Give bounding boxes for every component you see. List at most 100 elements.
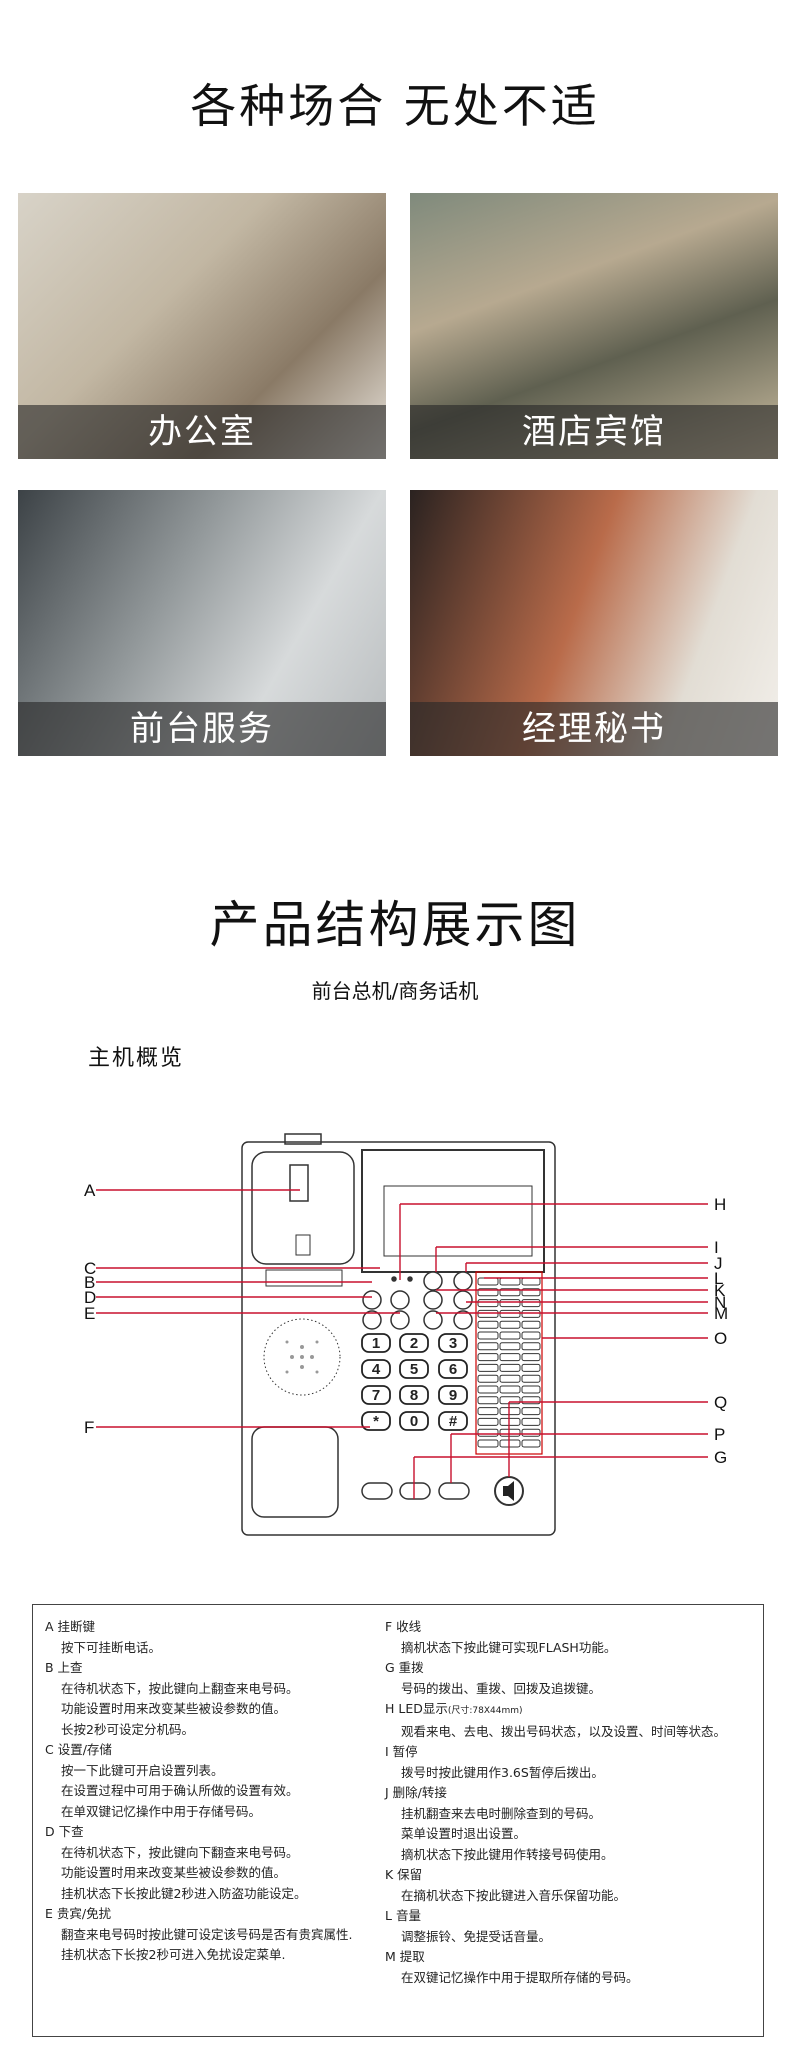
memory-key[interactable] — [499, 1342, 521, 1351]
legend-description-line: 挂机状态下长按此键2秒进入防盗功能设定。 — [61, 1885, 307, 1901]
memory-key[interactable] — [521, 1277, 541, 1286]
memory-key[interactable] — [521, 1342, 541, 1351]
legend-description-line: 在待机状态下，按此键向下翻查来电号码。 — [61, 1844, 299, 1860]
legend-right-column: F 收线摘机状态下按此键可实现FLASH功能。G 重拨号码的拨出、重拨、回拨及追… — [385, 1617, 760, 1988]
memory-key[interactable] — [477, 1363, 499, 1372]
legend-description-line: 翻查来电号码时按此键可设定该号码是否有贵宾属性. — [61, 1926, 353, 1942]
legend-entry-heading: H LED显示(尺寸:78X44mm) — [385, 1699, 760, 1722]
memory-key[interactable] — [499, 1331, 521, 1340]
memory-key[interactable] — [477, 1288, 499, 1297]
legend-note: (尺寸:78X44mm) — [447, 1706, 523, 1716]
callout-labels: A B C D E F G H I J K L M N O P Q — [84, 1181, 728, 1467]
section-title-structure: 产品结构展示图 — [209, 896, 581, 954]
legend-description-line: 摘机状态下按此键用作转接号码使用。 — [401, 1846, 614, 1862]
memory-key[interactable] — [499, 1299, 521, 1308]
memory-key[interactable] — [477, 1331, 499, 1340]
legend-description-line: 功能设置时用来改变某些被设参数的值。 — [61, 1701, 287, 1716]
memory-key[interactable] — [521, 1320, 541, 1329]
callout-q: Q — [714, 1393, 727, 1412]
callout-f: F — [84, 1418, 94, 1437]
callout-n: N — [714, 1293, 726, 1312]
memory-key[interactable] — [499, 1396, 521, 1405]
legend-entry: E 贵宾/免扰翻查来电号码时按此键可设定该号码是否有贵宾属性. 挂机状态下长按2秒… — [45, 1904, 385, 1966]
legend-description-line: 号码的拨出、重拨、回拨及追拨键。 — [401, 1680, 602, 1696]
keypad[interactable]: 1 2 3 4 5 6 7 8 9 * 0 # — [361, 1333, 468, 1431]
legend-key-name: I 暂停 — [385, 1744, 418, 1759]
legend-key-name: H LED显示 — [385, 1701, 448, 1716]
memory-key[interactable] — [521, 1417, 541, 1426]
memory-key[interactable] — [477, 1299, 499, 1308]
legend-description-line: 在双键记忆操作中用于提取所存储的号码。 — [401, 1969, 639, 1985]
legend-key-name: J 删除/转接 — [385, 1785, 447, 1800]
legend-entry-heading: B 上查 — [45, 1658, 385, 1679]
bottom-keys[interactable] — [361, 1476, 524, 1506]
memory-key[interactable] — [521, 1363, 541, 1372]
memory-key[interactable] — [477, 1407, 499, 1416]
memory-key[interactable] — [477, 1342, 499, 1351]
legend-description-line: 挂机翻查来去电时删除查到的号码。 — [401, 1805, 602, 1821]
legend-entry-heading: E 贵宾/免扰 — [45, 1904, 385, 1925]
memory-key[interactable] — [477, 1277, 499, 1286]
callout-c: C — [84, 1259, 96, 1278]
memory-key[interactable] — [499, 1385, 521, 1394]
memory-key[interactable] — [521, 1288, 541, 1297]
memory-key[interactable] — [477, 1309, 499, 1318]
legend-description-line: 功能设置时用来改变某些被设参数的值。 — [61, 1865, 287, 1880]
key-label: 4 — [372, 1361, 381, 1378]
key-label: 5 — [410, 1361, 418, 1378]
legend-description-line: 挂机状态下长按2秒可进入免扰设定菜单. — [61, 1947, 286, 1962]
key-label: 7 — [372, 1387, 380, 1404]
memory-key[interactable] — [477, 1374, 499, 1383]
memory-key[interactable] — [499, 1353, 521, 1362]
memory-key[interactable] — [521, 1331, 541, 1340]
legend-entry-heading: I 暂停 — [385, 1742, 760, 1763]
memory-key[interactable] — [477, 1396, 499, 1405]
key-label: 8 — [410, 1387, 418, 1404]
memory-key[interactable] — [499, 1277, 521, 1286]
memory-key[interactable] — [521, 1353, 541, 1362]
legend-entry: L 音量调整振铃、免提受话音量。 — [385, 1906, 760, 1947]
legend-entry: A 挂断键按下可挂断电话。 — [45, 1617, 385, 1658]
scene-manager-photo: 经理秘书 — [410, 490, 778, 756]
legend-key-name: B 上查 — [45, 1660, 83, 1675]
memory-key[interactable] — [521, 1428, 541, 1437]
legend-entry: I 暂停拨号时按此键用作3.6S暂停后拨出。 — [385, 1742, 760, 1783]
memory-key[interactable] — [477, 1320, 499, 1329]
memory-key[interactable] — [499, 1309, 521, 1318]
legend-entry-heading: J 删除/转接 — [385, 1783, 760, 1804]
memory-key[interactable] — [521, 1374, 541, 1383]
callout-l: L — [714, 1269, 723, 1288]
memory-key[interactable] — [521, 1309, 541, 1318]
memory-key[interactable] — [499, 1417, 521, 1426]
memory-key[interactable] — [521, 1385, 541, 1394]
memory-key[interactable] — [477, 1439, 499, 1448]
memory-key[interactable] — [521, 1439, 541, 1448]
scene-caption: 经理秘书 — [410, 702, 778, 756]
function-keys[interactable] — [362, 1271, 473, 1330]
legend-description-line: 在待机状态下，按此键向上翻查来电号码。 — [61, 1680, 299, 1696]
memory-key[interactable] — [477, 1385, 499, 1394]
callout-i: I — [714, 1238, 719, 1257]
memory-key[interactable] — [477, 1417, 499, 1426]
memory-key[interactable] — [499, 1320, 521, 1329]
memory-key[interactable] — [499, 1363, 521, 1372]
legend-entry: G 重拨号码的拨出、重拨、回拨及追拨键。 — [385, 1658, 760, 1699]
legend-description-line: 长按2秒可设定分机码。 — [61, 1721, 194, 1737]
memory-key[interactable] — [499, 1439, 521, 1448]
memory-key[interactable] — [521, 1299, 541, 1308]
memory-key[interactable] — [521, 1396, 541, 1405]
legend-entry-heading: M 提取 — [385, 1947, 760, 1968]
memory-key[interactable] — [499, 1288, 521, 1297]
legend-key-name: K 保留 — [385, 1867, 423, 1882]
memory-key[interactable] — [499, 1428, 521, 1437]
legend-key-name: L 音量 — [385, 1908, 421, 1923]
memory-key[interactable] — [499, 1407, 521, 1416]
memory-key[interactable] — [477, 1428, 499, 1437]
memory-key[interactable] — [477, 1353, 499, 1362]
legend-key-name: G 重拨 — [385, 1660, 424, 1675]
memory-key[interactable] — [521, 1407, 541, 1416]
legend-entry-heading: F 收线 — [385, 1617, 760, 1638]
memory-key[interactable] — [499, 1374, 521, 1383]
legend-key-name: C 设置/存储 — [45, 1742, 112, 1757]
callout-h: H — [714, 1195, 726, 1214]
